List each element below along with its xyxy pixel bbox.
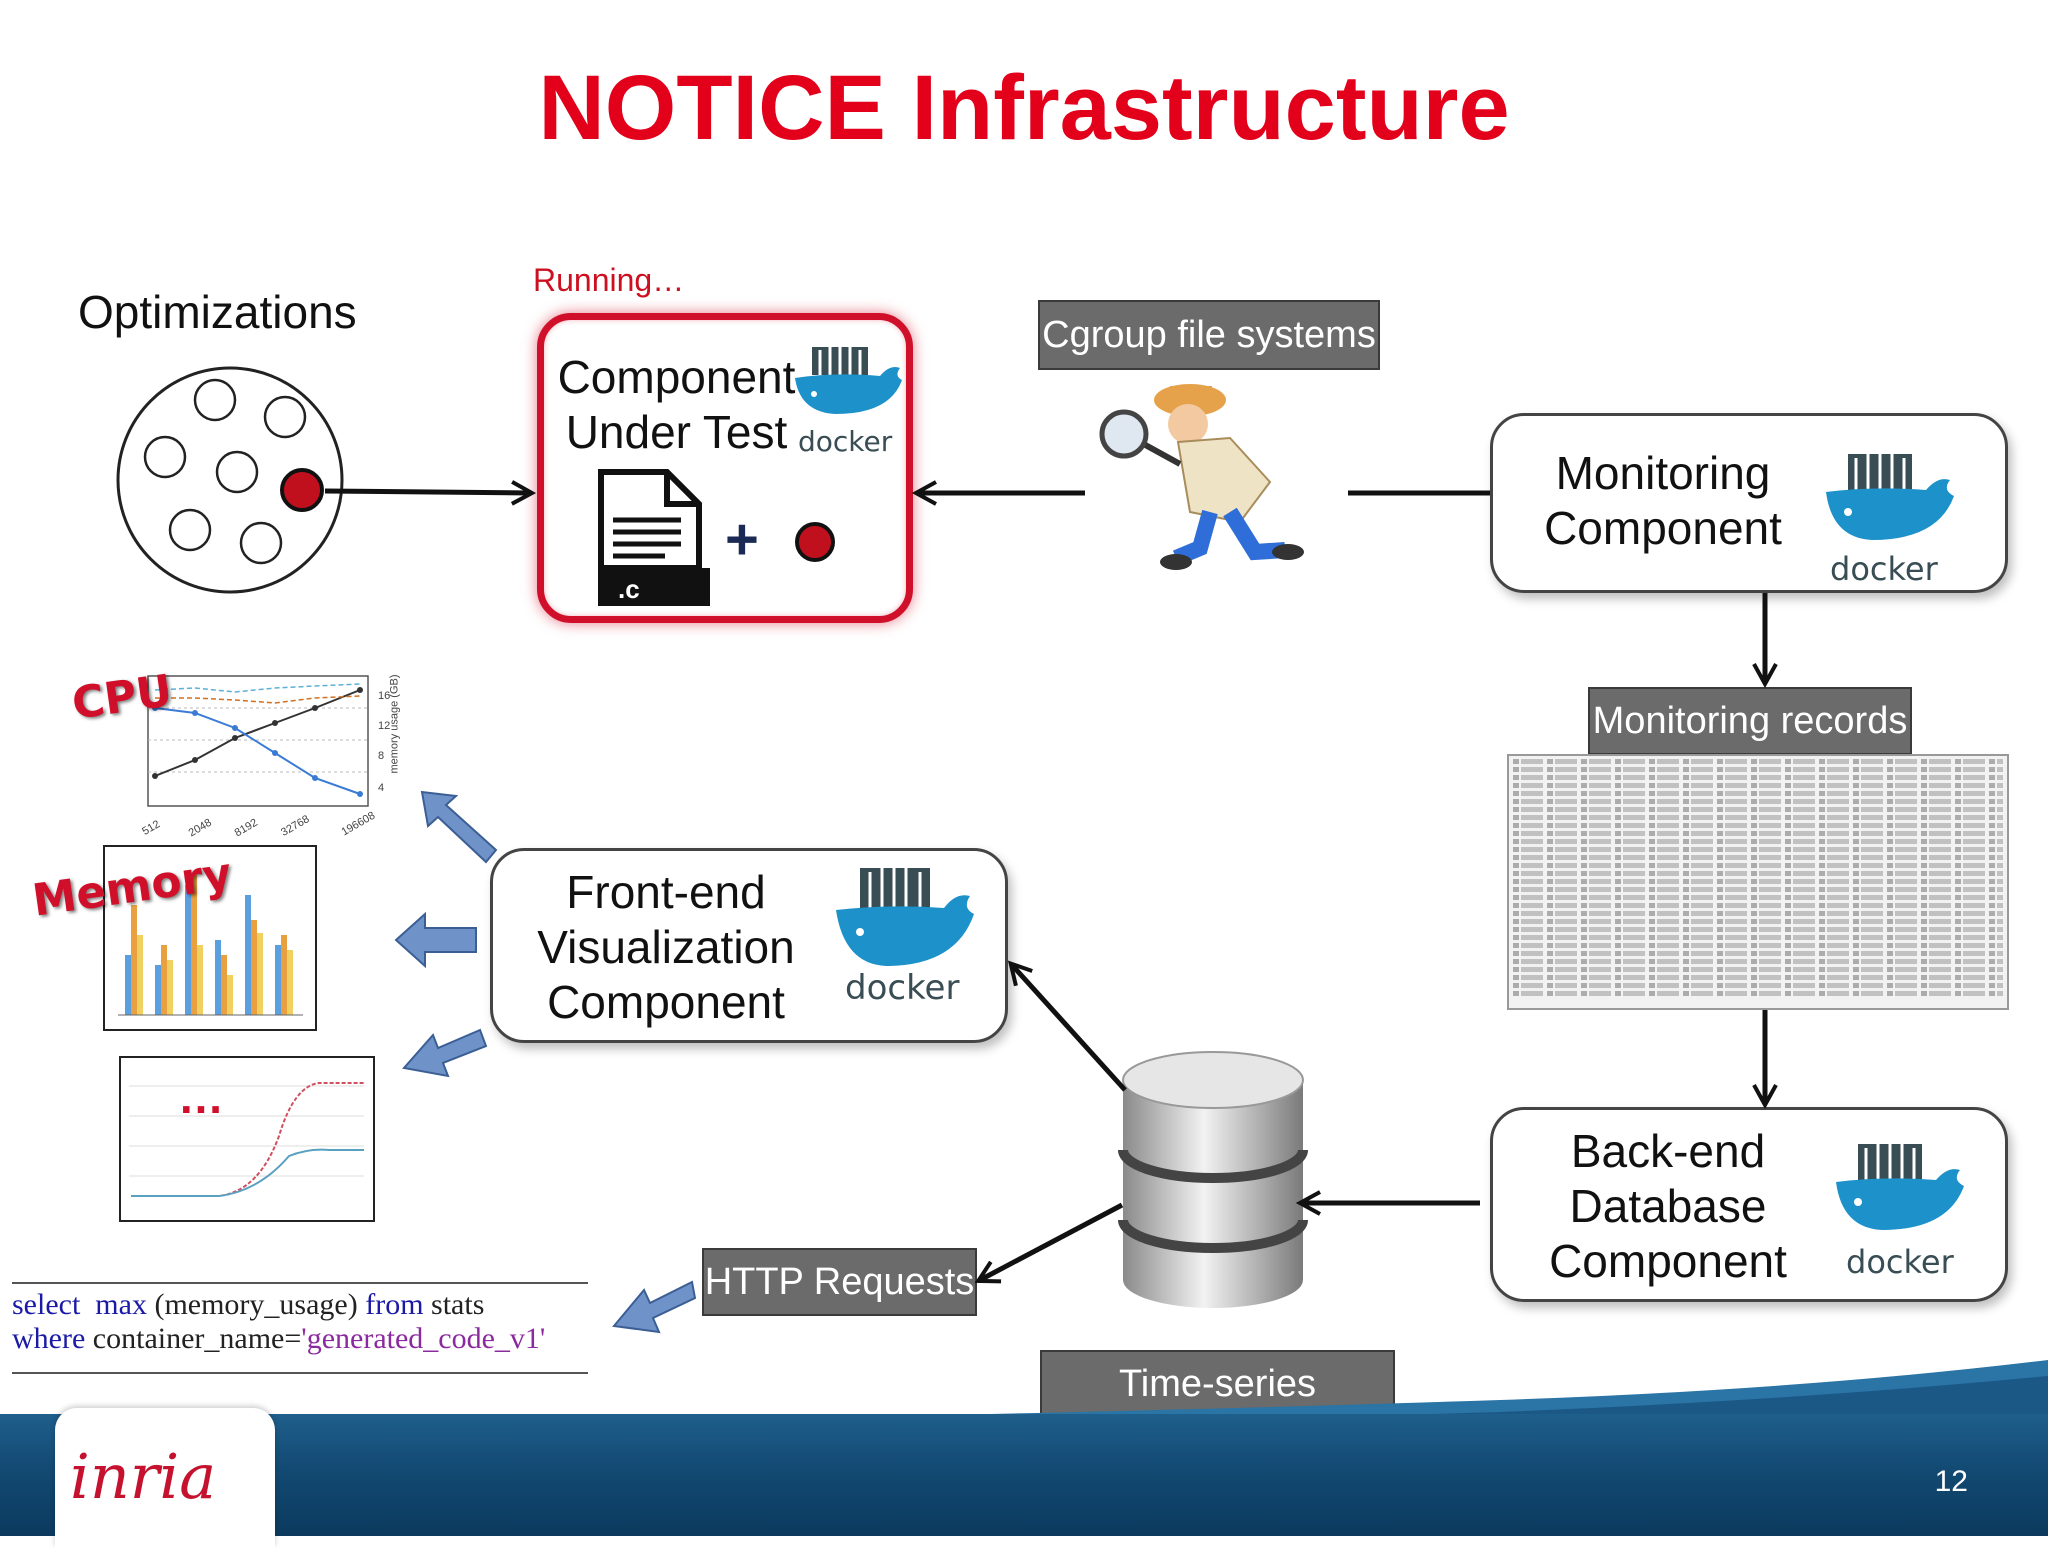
cpu-y-tick: 16: [378, 690, 391, 702]
file-extension-label: .c: [618, 574, 640, 604]
cut-line-1: Component: [557, 351, 796, 403]
page-number: 12: [1934, 1465, 1968, 1498]
docker-whale-icon: [795, 347, 902, 414]
plus-sign: +: [725, 507, 759, 572]
sql-field: container_name=: [92, 1322, 302, 1355]
frontend-line-3: Component: [547, 976, 785, 1028]
query-rule-bottom: [12, 1372, 588, 1374]
cpu-y-tick: 12: [378, 720, 391, 732]
sql-keyword: max: [95, 1288, 147, 1321]
docker-label: docker: [1846, 1243, 1954, 1281]
cut-line-2: Under Test: [565, 406, 788, 458]
monitoring-records-tag: Monitoring records: [1588, 687, 1912, 755]
arrow-icon: [612, 1280, 697, 1334]
optimizations-label: Optimizations: [78, 286, 357, 338]
sql-query: select max (memory_usage) from stats whe…: [12, 1288, 545, 1356]
sql-keyword: select: [12, 1288, 81, 1321]
optimizations-pool-icon: [116, 366, 344, 594]
http-requests-tag: HTTP Requests: [702, 1248, 977, 1316]
docker-whale-icon: [1826, 454, 1954, 540]
running-status: Running…: [533, 262, 685, 298]
query-rule-top: [12, 1282, 588, 1284]
backend-line-1: Back-end: [1570, 1125, 1766, 1177]
frontend-line-1: Front-end: [566, 866, 766, 918]
backend-line-3: Component: [1549, 1235, 1787, 1287]
docker-label: docker: [798, 425, 893, 458]
detective-icon: [1099, 384, 1304, 570]
arrow-icon: [402, 1028, 488, 1078]
file-icon: [598, 469, 710, 606]
memory-chart-thumbnail: [103, 845, 317, 1031]
monitoring-records-log: [1507, 754, 2009, 1010]
docker-label: docker: [1830, 550, 1938, 588]
more-charts-ellipsis: …: [178, 1071, 224, 1123]
docker-whale-icon: [836, 868, 974, 966]
sql-table: stats: [431, 1288, 485, 1321]
inria-logo: inria: [70, 1440, 217, 1513]
logo-card: [55, 1408, 275, 1548]
monitoring-line-1: Monitoring: [1555, 447, 1771, 499]
docker-whale-icon: [1836, 1144, 1964, 1230]
cpu-y-tick: 8: [378, 750, 385, 762]
slide-title: NOTICE Infrastructure: [538, 57, 1510, 159]
footer-band: [0, 1414, 2048, 1536]
monitoring-line-2: Component: [1544, 502, 1782, 554]
arrow-icon: [980, 1202, 1124, 1280]
sql-argument: (memory_usage): [154, 1288, 358, 1321]
arrow-icon: [324, 491, 530, 493]
other-metric-chart-thumbnail: [119, 1056, 375, 1222]
optimization-dot-icon: [795, 522, 835, 562]
cpu-chart-thumbnail: [147, 675, 369, 807]
sql-keyword: where: [12, 1322, 86, 1355]
arrow-icon: [420, 790, 498, 864]
sql-keyword: from: [365, 1288, 424, 1321]
backend-line-2: Database: [1569, 1180, 1767, 1232]
cgroup-tag: Cgroup file systems: [1038, 300, 1380, 370]
arrow-icon: [1012, 965, 1127, 1092]
frontend-line-2: Visualization: [537, 921, 795, 973]
arrow-icon: [394, 911, 477, 969]
docker-label: docker: [845, 968, 960, 1008]
sql-string: 'generated_code_v1': [301, 1322, 546, 1355]
cpu-y-tick: 4: [378, 782, 385, 794]
database-icon: [1118, 1051, 1308, 1308]
